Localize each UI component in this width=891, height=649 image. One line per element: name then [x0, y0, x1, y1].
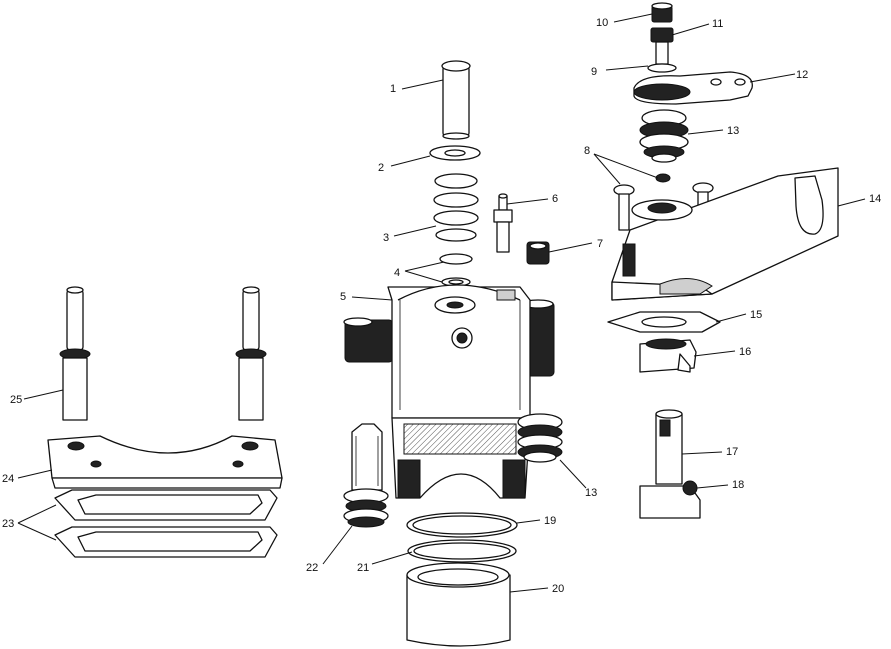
- part-18-ball: [682, 480, 698, 496]
- callout-3: 3: [383, 232, 389, 244]
- callout-20: 20: [552, 583, 564, 595]
- part-13-boot-upper: [639, 109, 689, 163]
- part-23-shims: [54, 489, 278, 558]
- part-10-nut: [651, 2, 673, 23]
- callout-5: 5: [340, 291, 346, 303]
- leader-lines: [17, 13, 866, 593]
- part-13-boot-lower: [517, 413, 563, 463]
- part-2-washer: [429, 145, 481, 161]
- callout-13-upper: 13: [727, 125, 739, 137]
- part-3-spring: [433, 173, 479, 242]
- part-17-plunger: [639, 409, 701, 519]
- part-1-pin: [441, 60, 471, 140]
- callout-10: 10: [596, 17, 608, 29]
- callout-16: 16: [739, 346, 751, 358]
- part-19-seal-ring: [406, 512, 518, 538]
- callout-8: 8: [584, 145, 590, 157]
- callout-4: 4: [394, 267, 400, 279]
- callout-7: 7: [597, 238, 603, 250]
- part-6-bleeder-valve: [493, 193, 513, 253]
- callout-21: 21: [357, 562, 369, 574]
- part-12-lever-arm: [633, 71, 753, 105]
- callout-23: 23: [2, 518, 14, 530]
- part-24-mounting-bracket: [47, 435, 283, 489]
- part-9-washer: [647, 63, 677, 73]
- part-21-dust-seal: [407, 539, 517, 563]
- part-25-guide-pins: [59, 286, 267, 421]
- part-11-nut: [650, 27, 674, 65]
- callout-22: 22: [306, 562, 318, 574]
- part-14-bracket: [611, 167, 839, 301]
- callout-24: 24: [2, 473, 14, 485]
- callout-1: 1: [390, 83, 396, 95]
- callout-9: 9: [591, 66, 597, 78]
- callout-15: 15: [750, 309, 762, 321]
- part-7-cap: [526, 241, 550, 265]
- part-15-gasket: [607, 311, 721, 333]
- callout-11: 11: [712, 18, 723, 30]
- callout-19: 19: [544, 515, 556, 527]
- callout-12: 12: [796, 69, 808, 81]
- callout-6: 6: [552, 193, 558, 205]
- part-16-retainer: [639, 338, 697, 373]
- callout-2: 2: [378, 162, 384, 174]
- part-5-caliper-body: [343, 284, 555, 499]
- callout-14: 14: [869, 193, 881, 205]
- part-22-pin-boot: [343, 423, 389, 528]
- callout-13-lower: 13: [585, 487, 597, 499]
- callout-17: 17: [726, 446, 738, 458]
- part-20-piston: [406, 562, 511, 647]
- callout-25: 25: [10, 394, 22, 406]
- part-4-o-rings: [439, 253, 473, 287]
- callout-18: 18: [732, 479, 744, 491]
